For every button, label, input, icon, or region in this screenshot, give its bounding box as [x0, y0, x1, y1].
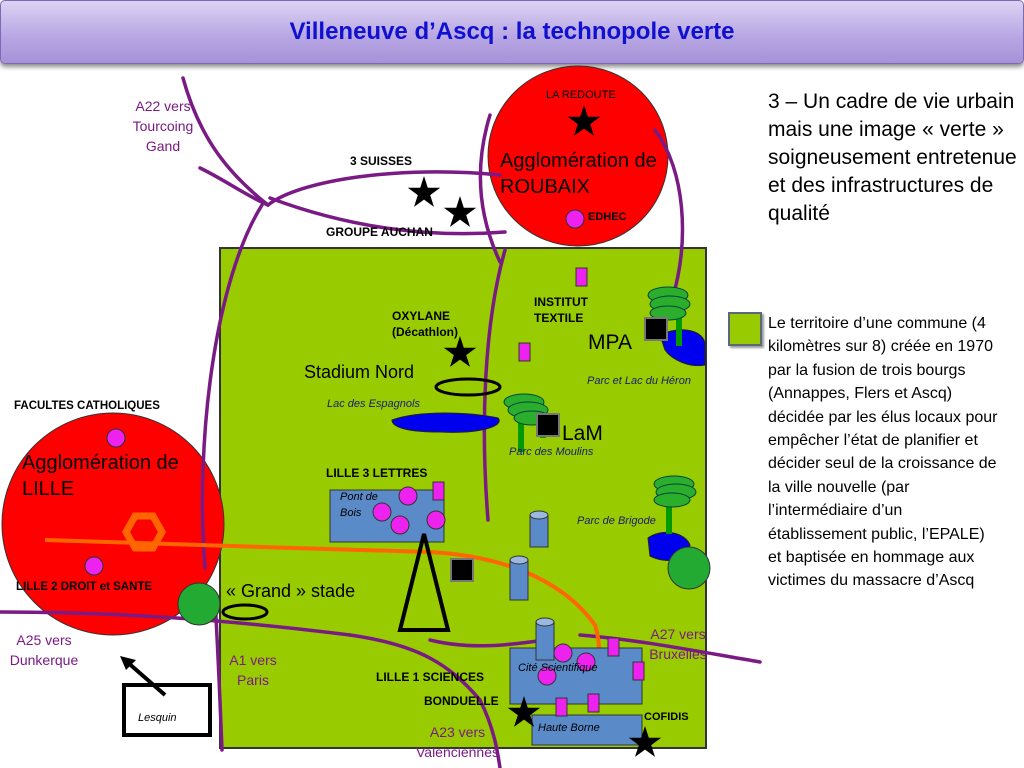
label-agglo-roubaix: Agglomération de ROUBAIX [500, 150, 657, 198]
label-a1: A1 vers Paris [229, 652, 277, 688]
road-a22 [181, 76, 270, 207]
agglomeration-lille [1, 412, 225, 636]
label-bonduelle: BONDUELLE [424, 694, 499, 708]
school-marker [432, 481, 445, 501]
green-space-west [177, 582, 221, 626]
university-marker [553, 643, 573, 663]
university-hexagon-icon [121, 512, 167, 552]
label-groupe-auchan: GROUPE AUCHAN [326, 225, 433, 239]
tower-triangle-icon [397, 533, 451, 632]
label-la-redoute: LA REDOUTE [546, 89, 616, 101]
university-marker [537, 666, 557, 686]
description-text: Le territoire d’une commune (4 kilomètre… [768, 315, 998, 590]
school-marker [518, 342, 531, 362]
lake-espagnols [391, 412, 500, 433]
label-lac-espagnols: Lac des Espagnols [327, 398, 420, 410]
label-facultes-catholiques: FACULTES CATHOLIQUES [14, 400, 160, 412]
label-edhec: EDHEC [588, 211, 627, 223]
tree-group-brigode [653, 475, 697, 534]
road-a1 [213, 598, 224, 752]
school-marker [575, 267, 588, 287]
label-stadium-nord: Stadium Nord [304, 362, 415, 382]
school-marker [632, 661, 645, 681]
label-parc-brigode: Parc de Brigode [577, 515, 656, 527]
school-marker [607, 637, 620, 657]
label-institut-textile: INSTITUT TEXTILE [534, 295, 588, 325]
school-marker [587, 693, 600, 713]
university-marker [398, 486, 418, 506]
road-south-link [428, 638, 547, 648]
school-marker [555, 697, 568, 717]
road-a22-branch [198, 166, 270, 207]
museum-mpa-icon [644, 317, 668, 341]
label-3-suisses: 3 SUISSES [350, 154, 413, 168]
label-lesquin: Lesquin [138, 712, 177, 724]
label-lille-1: LILLE 1 SCIENCES [376, 670, 485, 684]
tree-group-heron [647, 286, 691, 346]
university-marker [106, 428, 126, 448]
label-haute-borne: Haute Borne [538, 722, 600, 734]
label-a27: A27 vers Bruxelles [649, 626, 707, 662]
star-oxylane-icon [443, 336, 477, 367]
university-marker [390, 515, 410, 535]
university-marker [84, 556, 104, 576]
metro-line [44, 538, 601, 706]
legend-commune-swatch [728, 312, 762, 346]
airport-arrow-icon [124, 659, 167, 697]
label-cofidis: COFIDIS [644, 711, 689, 723]
road-central [482, 248, 507, 522]
road-a23 [478, 698, 502, 768]
road-a25 [0, 610, 352, 637]
title-bar [0, 0, 1024, 64]
road-roubaix-ring [478, 113, 502, 264]
label-agglo-lille: Agglomération de LILLE [22, 452, 179, 500]
label-pont-de-bois: Pont de Bois [340, 491, 378, 519]
page-title: Villeneuve d’Ascq : la technopole verte [289, 18, 735, 45]
intro-text: 3 – Un cadre de vie urbain mais une imag… [768, 90, 1017, 225]
label-oxylane: OXYLANE (Décathlon) [392, 309, 458, 339]
university-marker [426, 510, 446, 530]
road-west-vertical [200, 203, 264, 570]
label-lam: LaM [562, 422, 603, 445]
star-cofidis-icon [628, 726, 662, 757]
label-a23: A23 vers Valenciennes [415, 724, 500, 760]
label-cite-scientifique: Cité Scientifique [518, 662, 598, 674]
star-bonduelle-icon [507, 696, 541, 727]
university-marker [565, 209, 585, 229]
label-grand-stade: « Grand » stade [226, 581, 356, 601]
star-la-redoute-icon [567, 105, 601, 136]
star-3-suisses-icon [407, 176, 441, 207]
green-space-east [667, 546, 711, 590]
road-a27 [578, 633, 762, 664]
star-groupe-auchan-icon [443, 196, 477, 227]
district-cite-scientifique [509, 647, 643, 705]
stadium-nord-icon [434, 377, 502, 397]
road-east [653, 128, 685, 302]
university-marker [372, 502, 392, 522]
cylinder-icon-1 [529, 510, 549, 548]
road-roubaix-connector [268, 196, 507, 236]
district-haute-borne [531, 714, 643, 746]
museum-icon [450, 558, 474, 582]
lesquin-box [122, 683, 212, 737]
road-north-arc [266, 170, 502, 207]
label-parc-heron: Parc et Lac du Héron [587, 375, 691, 387]
label-parc-moulins: Parc des Moulins [509, 446, 594, 458]
road-ring-south [348, 633, 482, 702]
cylinder-icon-2 [509, 555, 529, 601]
label-a22: A22 vers Tourcoing Gand [132, 98, 194, 154]
label-lille-3: LILLE 3 LETTRES [326, 466, 428, 480]
university-marker [576, 652, 596, 672]
label-a25: A25 vers Dunkerque [9, 632, 79, 668]
label-lille-2: LILLE 2 DROIT et SANTE [16, 581, 153, 593]
label-mpa: MPA [588, 331, 632, 354]
airport-arrow-head-icon [120, 656, 136, 670]
cylinder-icon-3 [535, 617, 555, 661]
grand-stade-icon [221, 603, 269, 621]
museum-lam-icon [536, 413, 560, 437]
